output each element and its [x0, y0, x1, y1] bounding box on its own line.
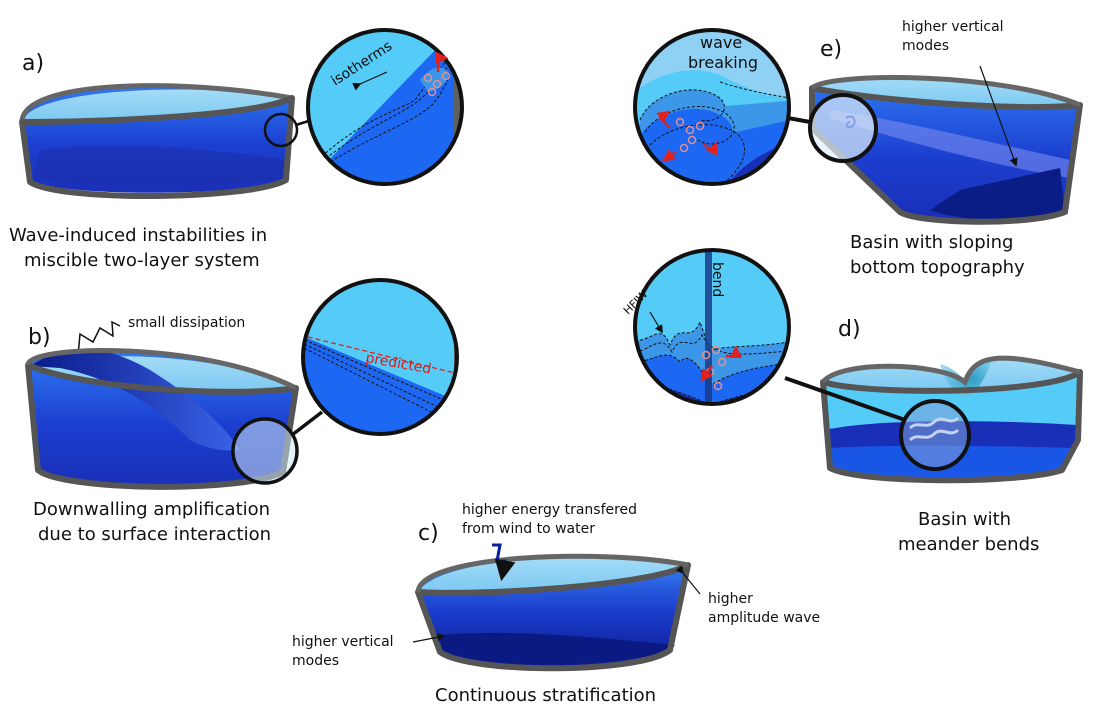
modes-label-c-line1: higher vertical — [292, 634, 394, 650]
energy-label-line2: from wind to water — [462, 521, 595, 537]
red-arrow-a — [436, 51, 449, 72]
modes-label-c-line2: modes — [292, 653, 339, 669]
dissipation-zigzag — [77, 320, 121, 357]
panel-b-letter: b) — [28, 325, 51, 350]
panel-d-letter: d) — [838, 317, 861, 342]
caption-d-line2: meander bends — [898, 534, 1039, 555]
panel-d: d) — [621, 248, 1083, 555]
bend-line — [705, 250, 712, 404]
caption-d-line1: Basin with — [918, 509, 1011, 530]
basin-c — [415, 553, 691, 672]
caption-b-line2: due to surface interaction — [38, 524, 271, 545]
basin-a — [19, 83, 295, 200]
amplitude-label-line1: higher — [708, 591, 753, 607]
zoom-marker-e — [808, 93, 878, 163]
zoom-circle-b: predicted — [301, 278, 459, 436]
small-dissipation-label: small dissipation — [128, 315, 245, 331]
panel-b: b) small dissipation predicted — [25, 278, 459, 545]
instability-vortices-d — [700, 345, 743, 391]
amplitude-label-line2: amplitude wave — [708, 610, 820, 626]
energy-label-line1: higher energy transfered — [462, 502, 637, 518]
zoom-circle-e: wave breaking — [633, 28, 791, 186]
predicted-line — [303, 334, 456, 374]
panel-e-letter: e) — [820, 37, 842, 62]
panel-c: c) higher energy transfered from wind to… — [292, 502, 820, 706]
wave-breaking-line1: wave — [700, 33, 742, 52]
wind-energy-arrow — [492, 543, 516, 582]
modes-label-e-line2: modes — [902, 38, 949, 54]
panel-c-letter: c) — [418, 521, 439, 546]
zoom-marker-a — [263, 112, 299, 148]
caption-e-line1: Basin with sloping — [850, 232, 1013, 253]
zoom-marker-b — [231, 417, 299, 485]
caption-b-line1: Downwalling amplification — [33, 499, 270, 520]
panel-e: e) higher vertical modes — [633, 19, 1083, 278]
modes-label-e-line1: higher vertical — [902, 19, 1004, 35]
panel-a-letter: a) — [22, 51, 44, 76]
panel-a: a) — [9, 28, 464, 271]
caption-c: Continuous stratification — [435, 685, 656, 706]
bend-label: bend — [709, 262, 725, 297]
caption-e-line2: bottom topography — [850, 257, 1025, 278]
instability-vortices-a — [423, 51, 451, 97]
zoom-circle-d: bend HFIW — [621, 248, 791, 406]
instability-vortices-e — [656, 110, 718, 162]
wave-breaking-line2: breaking — [688, 53, 758, 72]
zoom-circle-a: isotherms — [306, 28, 464, 186]
caption-a-line1: Wave-induced instabilities in — [9, 225, 267, 246]
caption-a-line2: miscible two-layer system — [24, 250, 260, 271]
